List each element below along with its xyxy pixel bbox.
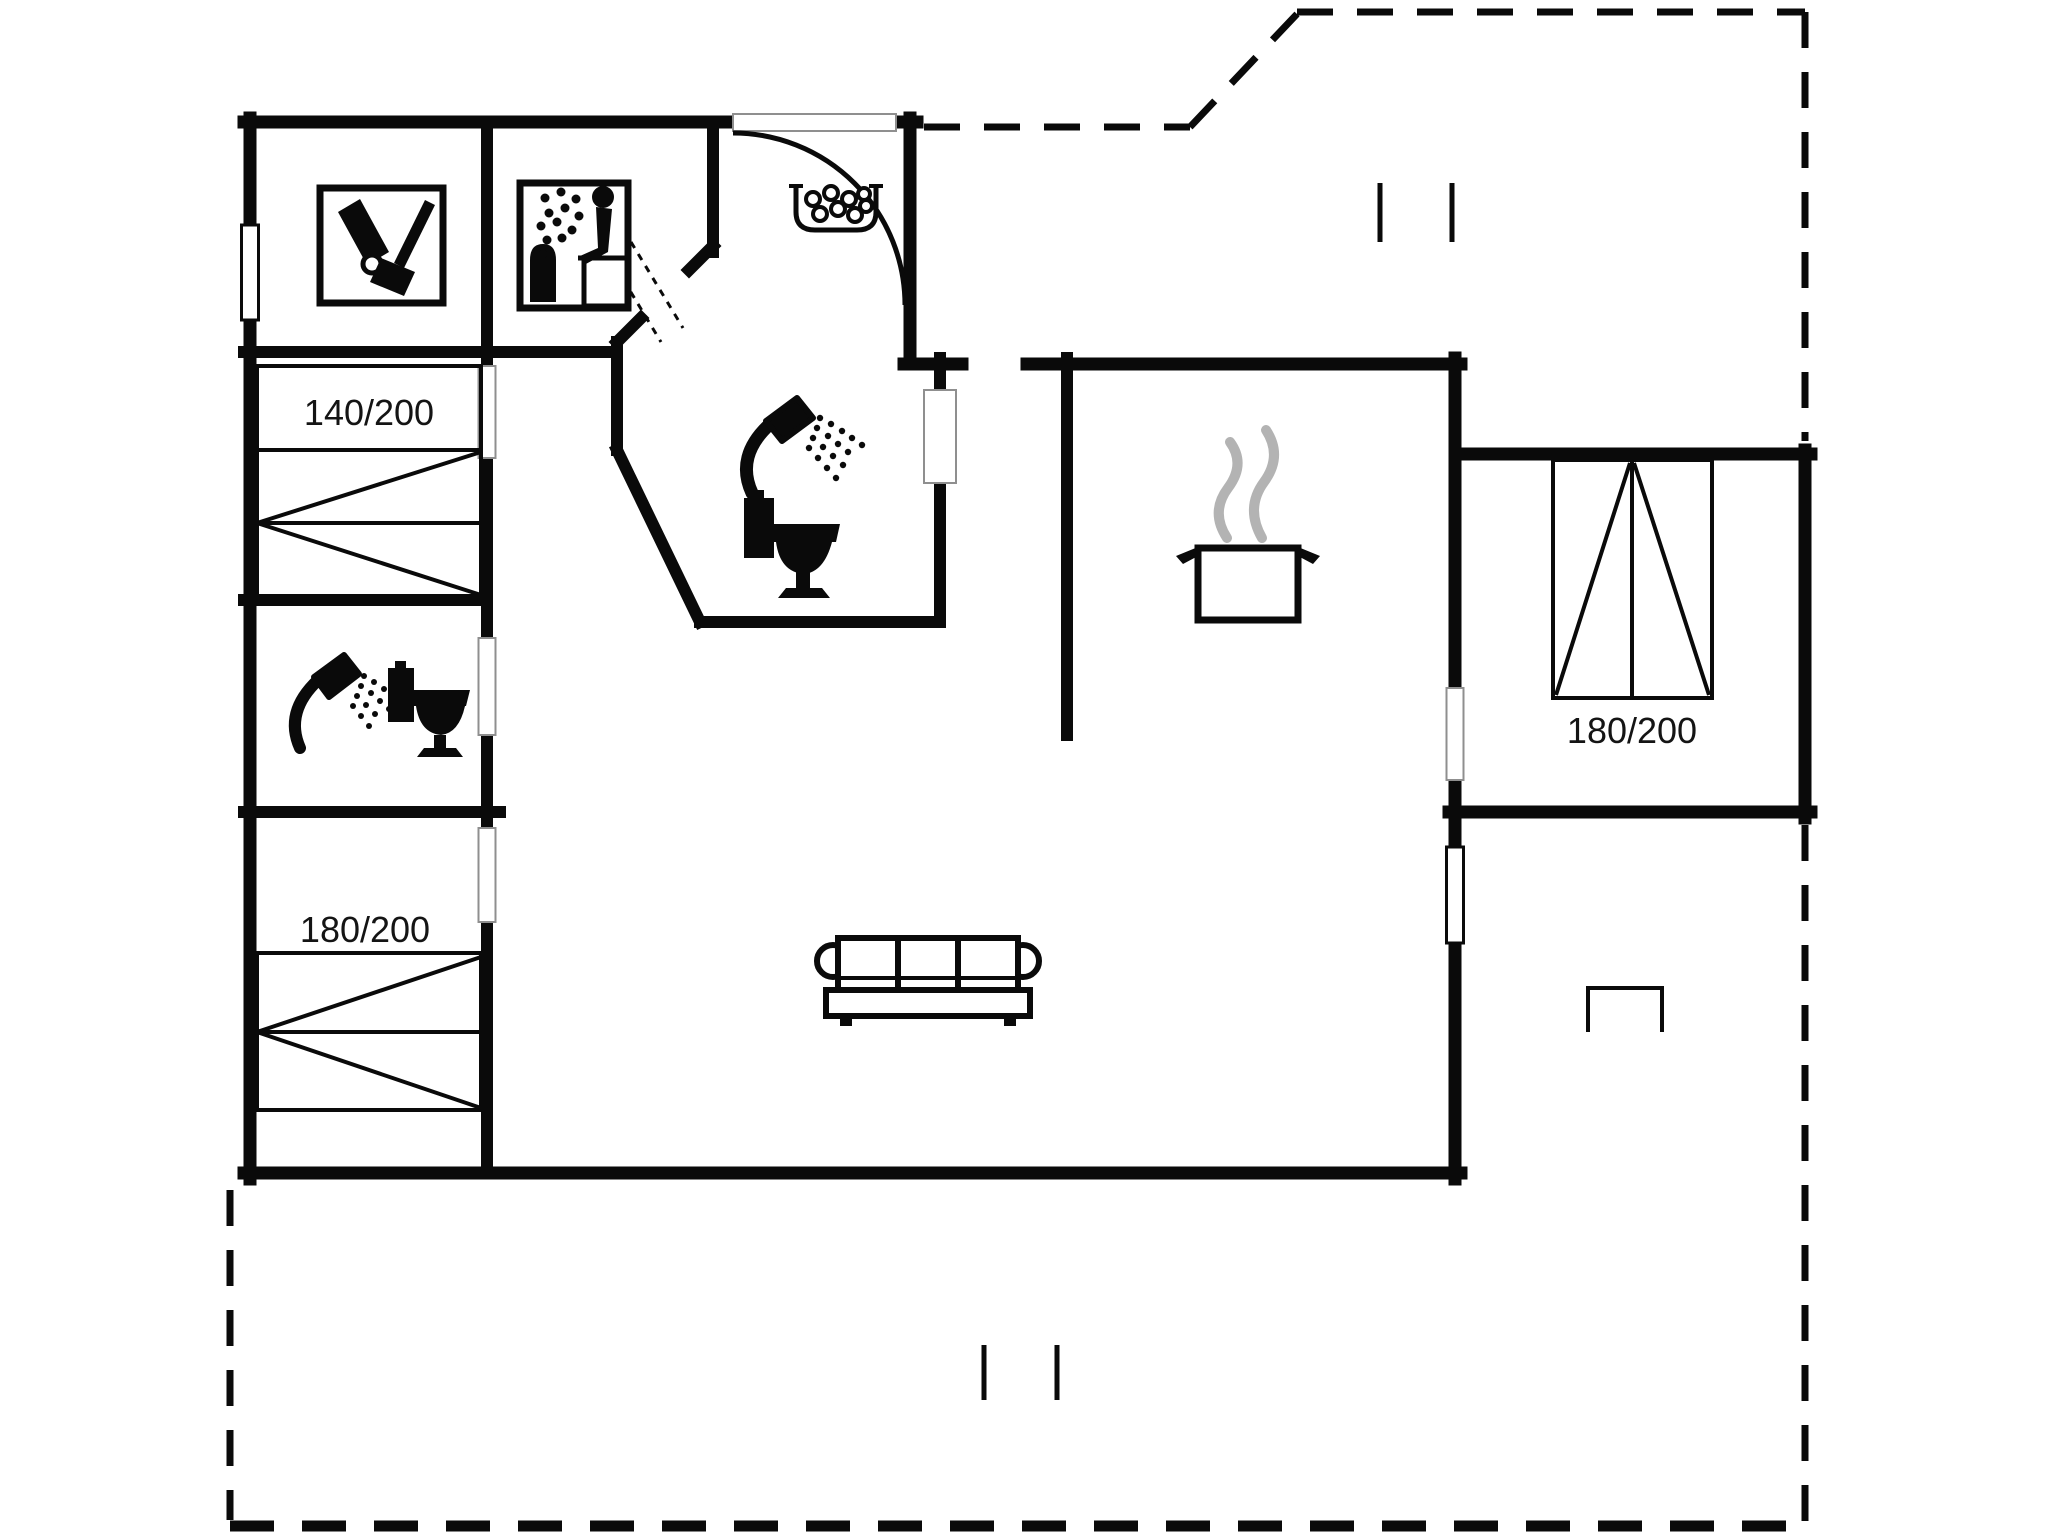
toilet-icon [744,490,840,598]
whirlpool-bubbles [804,184,874,224]
shower-icon-2 [288,652,396,754]
steam-right [1249,425,1279,543]
window-right-wall [1445,845,1465,945]
pot-handle-right [1298,547,1320,564]
bathroom1-door [923,389,957,484]
steam-left [1213,437,1243,543]
entry-door-opening [732,113,897,132]
shower-spray-dots-2 [350,673,396,729]
bed-140x200: 140/200 [255,364,483,599]
utility-cleaning-icon [316,184,447,307]
window-left-wall [240,223,260,322]
bed2-size-label: 180/200 [300,909,430,950]
outer-walls [237,111,1818,1186]
bathroom2-door [477,637,497,736]
sofa-icon [814,935,1042,1026]
wall-bathroom-chamfer [608,441,709,631]
bedroom3-door [1445,687,1465,781]
pot-handle-left [1176,547,1198,564]
whirlpool-icon [789,184,883,233]
grill-icon [1586,986,1664,1032]
sauna-person-head [592,186,614,208]
bed-180x200-left: 180/200 [255,909,483,1112]
shower-spray-dots [805,414,866,482]
bed1-size-label: 140/200 [304,392,434,433]
toilet-icon-2 [388,661,470,757]
terrace-dash-diagonal [1187,11,1300,130]
sauna-person-body [580,207,612,265]
bedroom2-door [477,827,497,923]
terrace-step-marker-bottom [981,1345,1060,1400]
sauna-icon [516,179,632,312]
stove-pot-icon [1176,425,1320,624]
bed3-size-label: 180/200 [1567,710,1697,751]
sauna-steam-dots [536,187,584,259]
interior-walls [238,122,1073,1179]
entry-door-swing-arc [732,130,908,306]
bed-symbols: 140/200 180/200 180/200 [255,364,1714,1112]
pot-body [1194,544,1302,624]
openings [240,113,1465,945]
bed-180x200-right: 180/200 [1551,458,1714,751]
shower-icon [739,395,866,500]
sofa-base [823,987,1033,1019]
terrace-boundary [226,8,1809,1532]
terrace-step-marker-top [1377,183,1455,242]
